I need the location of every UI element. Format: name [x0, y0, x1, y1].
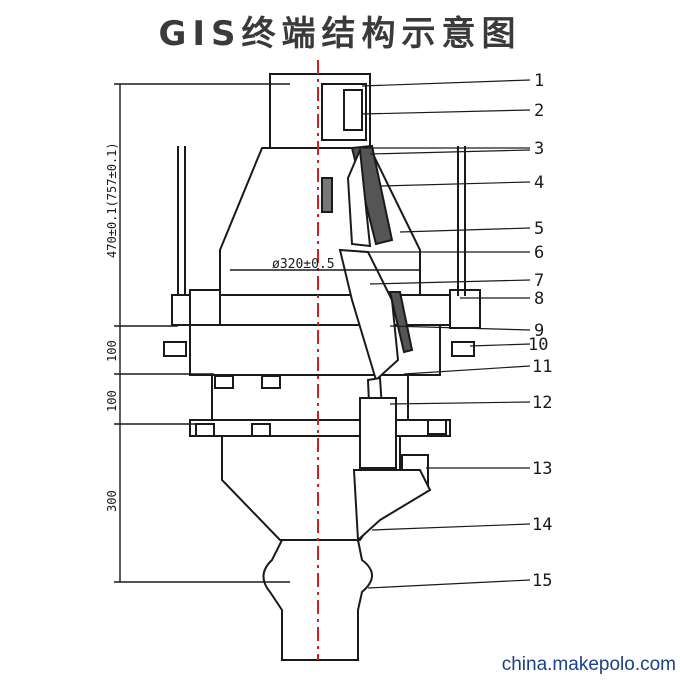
flange-block-right	[449, 289, 481, 329]
upper-flange	[171, 294, 479, 326]
part-number-2: 2	[534, 101, 544, 121]
dim-upper: 470±0.1(757±0.1)	[105, 142, 119, 258]
part-number-4: 4	[534, 173, 544, 193]
page-title: GIS终端结构示意图	[158, 14, 522, 54]
part-number-15: 15	[532, 571, 552, 591]
part-number-14: 14	[532, 515, 552, 535]
part-number-3: 3	[534, 139, 544, 159]
dim-mid1: 100	[105, 340, 119, 362]
dim-lower: 300	[105, 490, 119, 512]
lower-flange	[189, 419, 451, 437]
part-number-11: 11	[532, 357, 552, 377]
watermark: china.makepolo.com	[501, 654, 676, 675]
part-number-13: 13	[532, 459, 552, 479]
part-number-1: 1	[534, 71, 544, 91]
part-number-6: 6	[534, 243, 544, 263]
part-number-7: 7	[534, 271, 544, 291]
part-number-10: 10	[528, 335, 548, 355]
part-number-5: 5	[534, 219, 544, 239]
dim-mid2: 100	[105, 390, 119, 412]
part-number-9: 9	[534, 321, 544, 341]
part-number-8: 8	[534, 289, 544, 309]
insulator-cone	[219, 147, 421, 296]
dim-diameter: ø320±0.5	[272, 257, 335, 272]
flange-block-left	[189, 289, 221, 329]
lower-body	[221, 435, 401, 541]
part-number-12: 12	[532, 393, 552, 413]
